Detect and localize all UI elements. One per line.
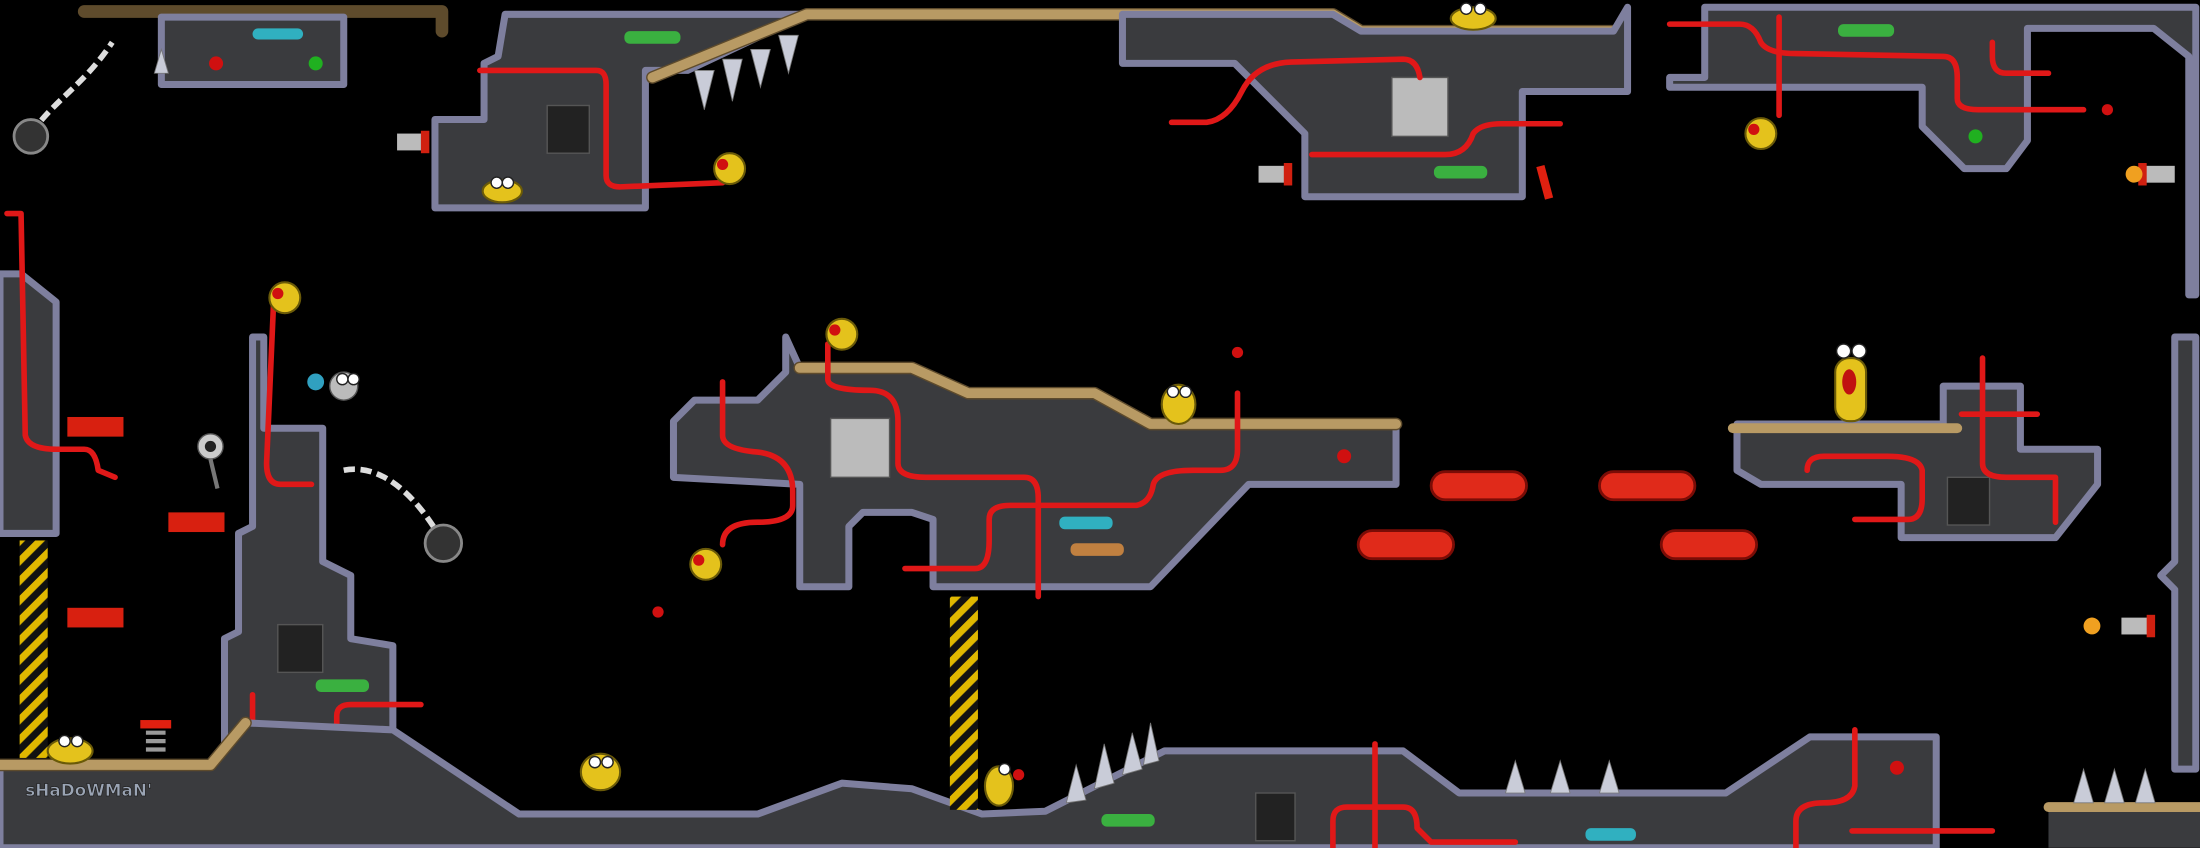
central-complex (652, 333, 1403, 618)
bottom-floor: sHaDoWMaN' (0, 596, 2200, 848)
top-left-room (77, 5, 449, 88)
hazard-pole (949, 596, 978, 810)
spring-icon (140, 720, 172, 752)
red-platform-icon (1356, 470, 1759, 561)
left-wall (0, 210, 225, 758)
spring-icon (1536, 164, 1554, 200)
right-room (1727, 333, 2200, 773)
mace-icon (12, 40, 115, 155)
spike-icon (1065, 722, 2156, 804)
turret-icon (397, 130, 2175, 638)
watermark-signature: sHaDoWMaN' (25, 780, 152, 800)
robot-enemy-icon (197, 371, 360, 490)
mace-icon (343, 466, 464, 563)
yellow-blob-icon[interactable] (46, 2, 1868, 807)
orb-enemy-icon (268, 117, 1778, 581)
top-right-room (1666, 3, 2200, 299)
spike-icon (153, 34, 799, 110)
upper-right-room (1118, 3, 1632, 201)
